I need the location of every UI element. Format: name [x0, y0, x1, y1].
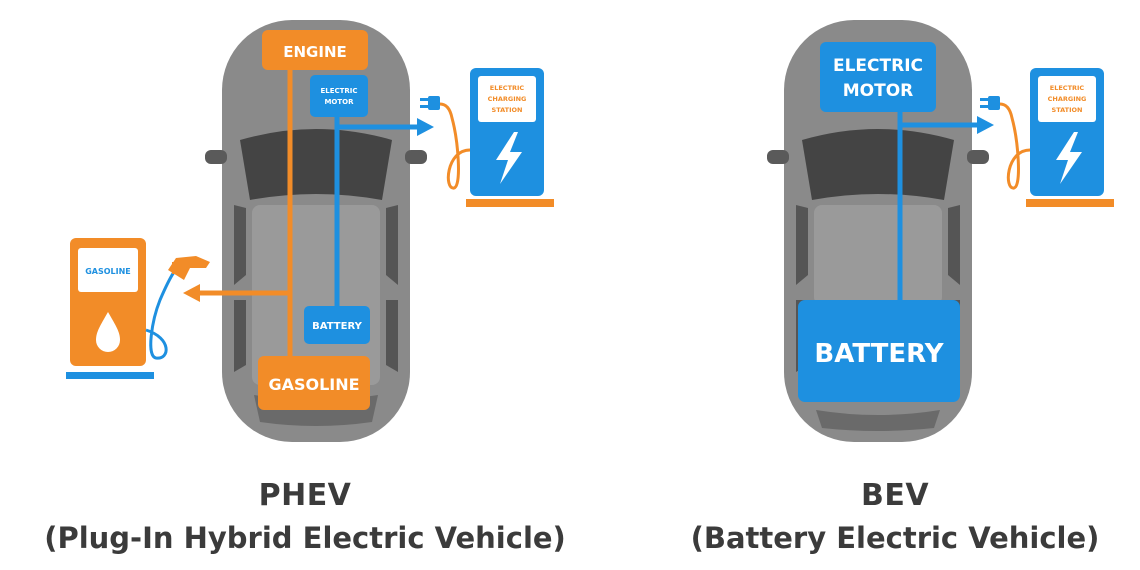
- gas-pump-label: GASOLINE: [85, 267, 131, 276]
- phev-group: ENGINE ELECTRIC MOTOR BATTERY GASOLINE G…: [66, 20, 554, 442]
- bev-motor-label-line1: ELECTRIC: [833, 56, 923, 76]
- phev-station-line1: ELECTRIC: [490, 84, 525, 92]
- bev-group: ELECTRIC MOTOR BATTERY ELECTRIC CHARGING…: [767, 20, 1114, 442]
- phev-gasoline-tank-box: [258, 356, 370, 410]
- phev-charging-station: ELECTRIC CHARGING STATION: [420, 68, 554, 207]
- phev-fuel-lines: [198, 60, 293, 362]
- bev-caption: BEV (Battery Electric Vehicle): [660, 478, 1130, 555]
- phev-electric-lines: [334, 112, 420, 312]
- bev-station-line3: STATION: [1052, 106, 1083, 114]
- bev-electric-lines: [897, 108, 978, 306]
- phev-engine-label: ENGINE: [283, 43, 347, 61]
- phev-caption-title: PHEV: [258, 478, 352, 513]
- bev-caption-subtitle: (Battery Electric Vehicle): [690, 521, 1100, 555]
- fuel-nozzle-icon: [168, 256, 210, 280]
- phev-electric-arrowhead: [417, 118, 434, 136]
- plug-icon: [420, 96, 440, 110]
- bev-caption-title: BEV: [860, 478, 930, 513]
- phev-battery-label: BATTERY: [312, 321, 362, 332]
- plug-icon: [980, 96, 1000, 110]
- lightning-icon: [1056, 132, 1082, 184]
- phev-caption-subtitle: (Plug-In Hybrid Electric Vehicle): [44, 521, 566, 555]
- phev-engine-box: [262, 30, 368, 70]
- bev-battery-label: BATTERY: [814, 339, 944, 369]
- phev-fuel-arrowhead: [183, 284, 200, 302]
- bev-station-line2: CHARGING: [1048, 95, 1087, 103]
- phev-station-line2: CHARGING: [488, 95, 527, 103]
- phev-caption: PHEV (Plug-In Hybrid Electric Vehicle): [10, 478, 600, 555]
- phev-motor-label-line1: ELECTRIC: [320, 87, 357, 95]
- lightning-icon: [496, 132, 522, 184]
- phev-motor-label-line2: MOTOR: [324, 98, 354, 106]
- phev-motor-box: [310, 75, 368, 117]
- bev-charging-station: ELECTRIC CHARGING STATION: [980, 68, 1114, 207]
- phev-battery-box: [304, 306, 370, 344]
- bev-motor-box: [820, 42, 936, 112]
- fuel-drop-icon: [96, 312, 120, 352]
- bev-motor-label-line2: MOTOR: [843, 81, 914, 101]
- bev-station-line1: ELECTRIC: [1050, 84, 1085, 92]
- phev-station-line3: STATION: [492, 106, 523, 114]
- bev-electric-arrowhead: [977, 116, 994, 134]
- gas-pump: GASOLINE: [66, 238, 210, 379]
- bev-battery-box: [798, 300, 960, 402]
- phev-gasoline-tank-label: GASOLINE: [268, 375, 359, 394]
